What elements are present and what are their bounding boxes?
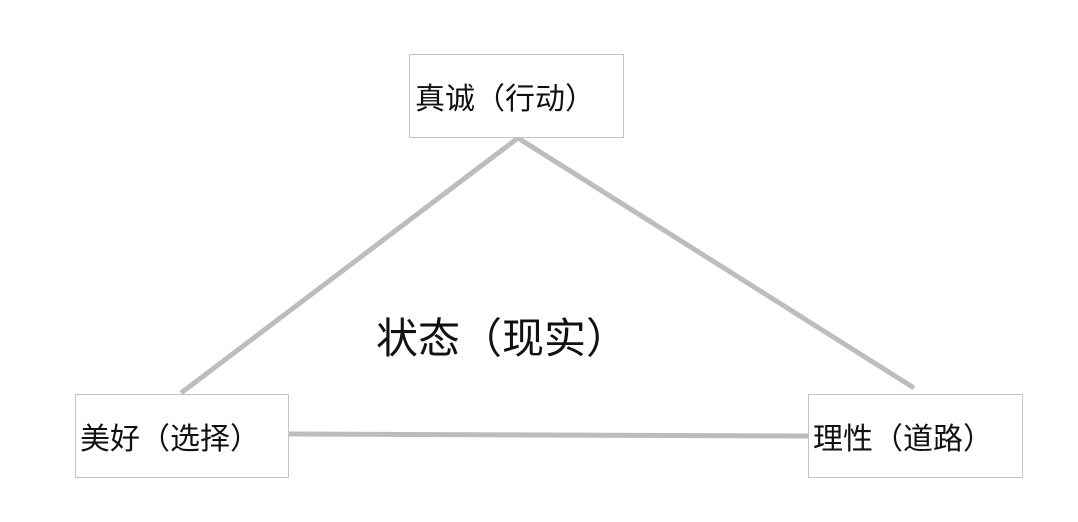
edge-left-to-right (288, 431, 809, 439)
node-beauty: 美好（选择） (75, 394, 289, 478)
node-sincerity: 真诚（行动） (409, 54, 624, 138)
edge-top-to-left (179, 136, 520, 395)
node-reason-label: 理性（道路） (813, 422, 993, 457)
edge-top-to-right (516, 135, 916, 391)
node-sincerity-label: 真诚（行动） (415, 82, 595, 117)
node-beauty-label: 美好（选择） (80, 422, 260, 457)
node-reason: 理性（道路） (808, 394, 1023, 478)
center-state-label: 状态（现实） (376, 314, 629, 363)
